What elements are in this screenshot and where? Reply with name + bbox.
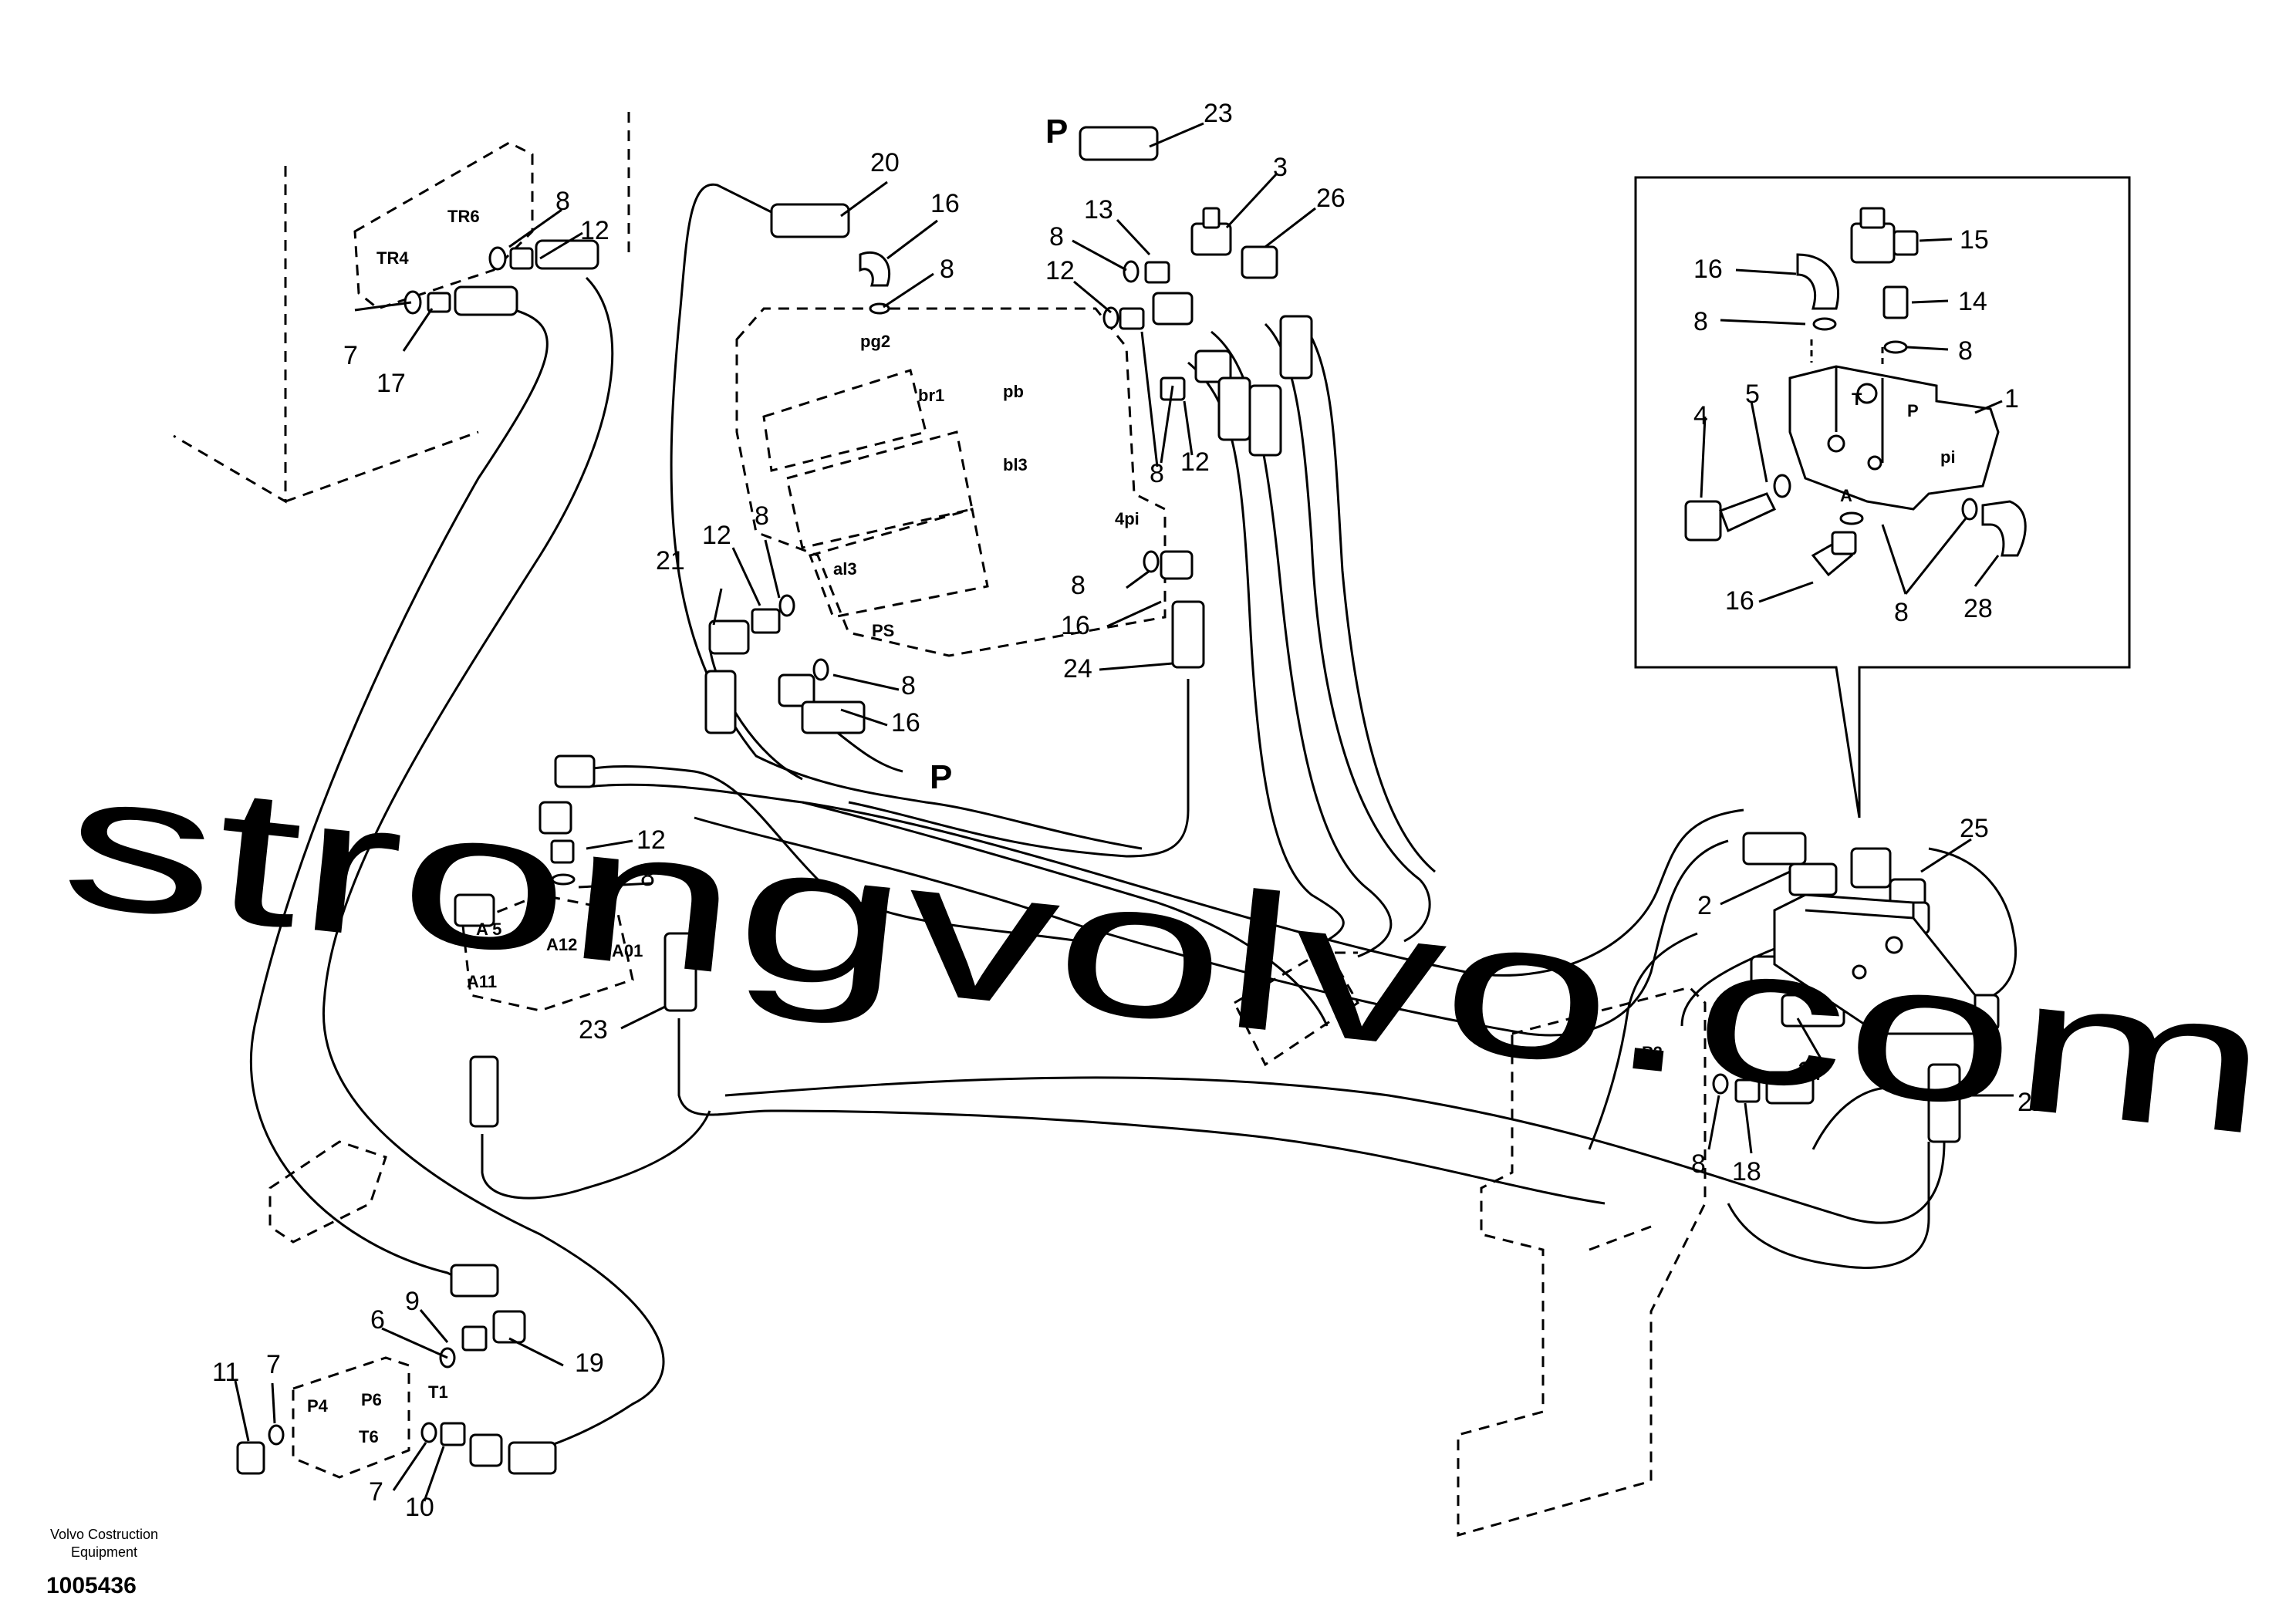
callout-9: 9 [405, 1287, 420, 1316]
callout-8: 8 [1150, 459, 1164, 488]
port-p6: P6 [361, 1390, 382, 1409]
callout-12: 12 [636, 825, 666, 855]
callout-numbers: 8 12 7 17 20 16 8 23 3 26 13 8 12 8 12 2… [212, 99, 2047, 1522]
watermark: strongvolvo.com [54, 730, 2278, 1175]
callout-7: 7 [369, 1477, 383, 1507]
callout-12: 12 [1045, 256, 1075, 285]
callout-27: 27 [1798, 1057, 1827, 1086]
port-t1: T1 [428, 1382, 448, 1402]
port-br1: br1 [918, 386, 944, 405]
port-p4: P4 [307, 1396, 329, 1416]
port-al3: al3 [833, 559, 857, 579]
callout-23: 23 [1204, 99, 1233, 128]
callout-12: 12 [580, 216, 609, 245]
callout-8: 8 [755, 501, 769, 531]
footer-company-line2: Equipment [71, 1544, 137, 1560]
port-tr4: TR4 [376, 248, 409, 268]
dashed-structures [173, 112, 1852, 1537]
inset-box [1634, 176, 2131, 818]
inset-callout-8: 8 [1693, 307, 1708, 336]
callout-3: 3 [1273, 153, 1288, 182]
port-p2: P2 [1642, 1043, 1663, 1062]
inset-callout-16: 16 [1725, 586, 1754, 616]
callout-16: 16 [1061, 611, 1090, 640]
inset-callout-16: 16 [1693, 255, 1723, 284]
callout-19: 19 [575, 1348, 604, 1378]
callout-6: 6 [370, 1305, 385, 1335]
inset-callout-4: 4 [1693, 401, 1708, 430]
pressure-label-top: P [1045, 113, 1068, 150]
port-a12: A12 [546, 935, 577, 954]
callout-7: 7 [266, 1350, 281, 1379]
callout-16: 16 [891, 708, 920, 737]
callout-11: 11 [212, 1358, 239, 1387]
callout-10: 10 [405, 1493, 434, 1522]
inset-port-a: A [1840, 486, 1852, 505]
inset-callout-numbers: 16 8 15 14 8 1 4 5 16 8 28 [1693, 225, 2019, 627]
callout-21: 21 [656, 546, 685, 575]
callout-26: 26 [1316, 184, 1346, 213]
inset-port-pi: pi [1940, 447, 1956, 467]
inset-callout-8: 8 [1894, 598, 1909, 627]
port-bl3: bl3 [1003, 455, 1028, 474]
inset-callout-15: 15 [1960, 225, 1989, 255]
inset-port-p: P [1907, 401, 1919, 420]
footer-company-line1: Volvo Costruction [50, 1527, 158, 1542]
callout-24: 24 [1063, 654, 1092, 683]
callout-12: 12 [1180, 447, 1210, 477]
inset-valve-block [1684, 207, 2027, 577]
callout-25: 25 [1960, 814, 1989, 843]
callout-8: 8 [940, 255, 954, 284]
inset-callout-1: 1 [2004, 384, 2019, 413]
callout-23: 23 [579, 1015, 608, 1045]
callout-12: 12 [702, 521, 731, 550]
callout-8: 8 [1049, 222, 1064, 251]
port-a11: A11 [467, 972, 497, 991]
port-tr6: TR6 [447, 207, 480, 226]
leader-lines [234, 122, 2014, 1502]
footer-drawing-code: 1005436 [46, 1573, 137, 1598]
callout-8: 8 [555, 187, 570, 216]
port-t6: T6 [359, 1427, 379, 1446]
hoses [250, 183, 2017, 1460]
callout-8: 8 [1691, 1149, 1706, 1179]
port-ps: PS [872, 621, 894, 640]
callout-16: 16 [930, 189, 960, 218]
callout-7: 7 [343, 341, 358, 370]
inset-callout-8: 8 [1958, 336, 1973, 366]
footer: Volvo Costruction Equipment 1005436 [46, 1527, 158, 1598]
inset-callout-14: 14 [1958, 287, 1987, 316]
callout-17: 17 [376, 369, 406, 398]
callout-18: 18 [1732, 1157, 1761, 1186]
fittings [236, 126, 2000, 1475]
port-labels: TR6 TR4 pg2 br1 pb bl3 al3 PS 4pi A 5 A1… [307, 207, 1956, 1446]
port-pg2: pg2 [860, 332, 890, 351]
callout-22: 22 [2017, 1088, 2047, 1117]
callout-8: 8 [901, 671, 916, 700]
callout-8: 8 [1071, 571, 1086, 600]
pressure-label-bottom: P [930, 758, 952, 796]
inset-callout-28: 28 [1963, 594, 1993, 623]
port-4pi: 4pi [1115, 509, 1140, 528]
inset-callout-5: 5 [1745, 380, 1760, 409]
callout-20: 20 [870, 148, 900, 177]
callout-8: 8 [640, 862, 655, 892]
port-a01: A01 [612, 941, 643, 960]
port-pb: pb [1003, 382, 1024, 401]
inset-port-t: T [1852, 390, 1862, 409]
callout-13: 13 [1084, 195, 1113, 224]
port-a5: A 5 [476, 920, 501, 939]
callout-2: 2 [1697, 891, 1712, 920]
